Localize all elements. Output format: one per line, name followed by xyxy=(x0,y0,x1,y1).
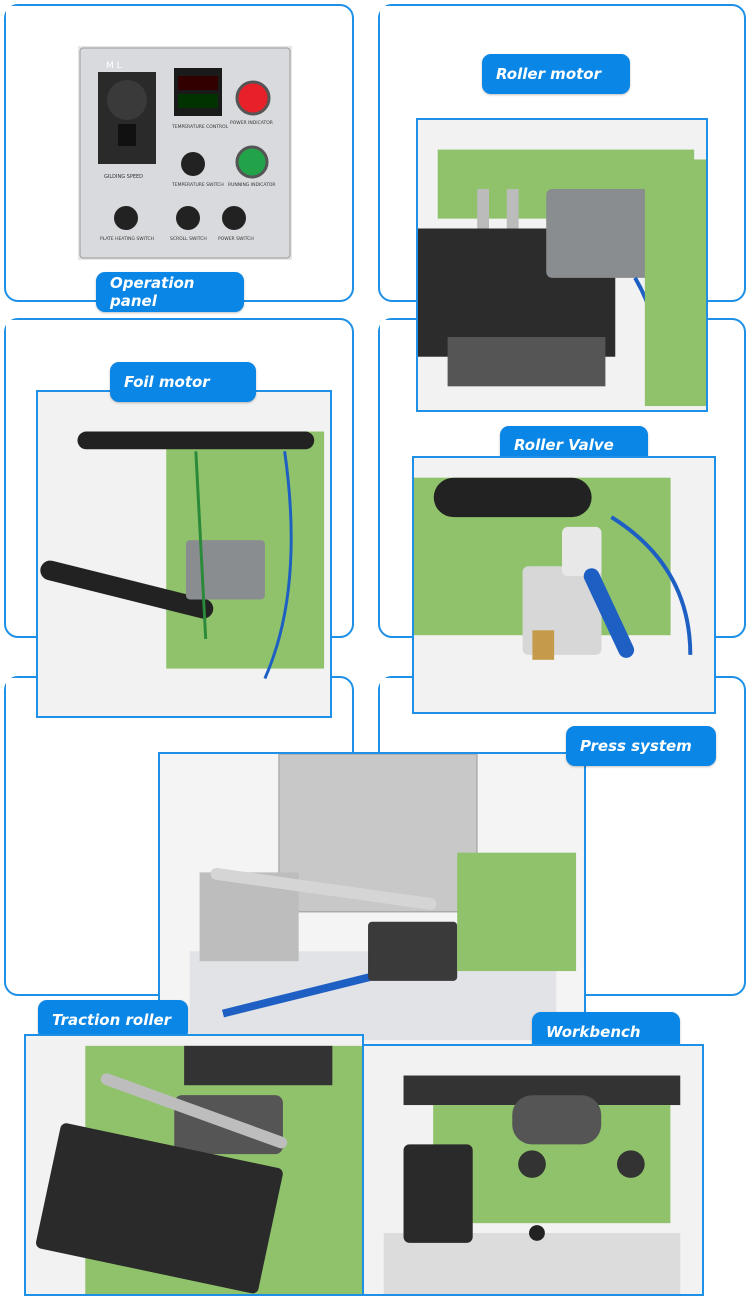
traction-roller-label: Traction roller xyxy=(38,1000,188,1040)
plate-heating-switch-label: PLATE HEATING SWITCH xyxy=(100,236,154,242)
gilding-speed-label: GILDING SPEED xyxy=(104,174,143,180)
running-indicator-label: RUNNING INDICATOR xyxy=(228,182,276,188)
foil-motor-label: Foil motor xyxy=(110,362,256,402)
roller-motor-label: Roller motor xyxy=(482,54,630,94)
temperature-control-label: TEMPERATURE CONTROL xyxy=(171,124,229,130)
roller-motor-image xyxy=(418,120,706,410)
temperature-switch-label: TEMPERATURE SWITCH xyxy=(171,182,224,188)
workbench-image xyxy=(364,1046,702,1294)
foil-motor-image xyxy=(38,392,330,716)
operation-panel-photo: M L GILDING SPEED TEMPERATURE CONTROL PO… xyxy=(78,46,292,260)
foil-motor-photo xyxy=(36,390,332,718)
press-system-photo xyxy=(158,752,586,1052)
operation-panel-image: M L GILDING SPEED TEMPERATURE CONTROL PO… xyxy=(79,47,291,259)
roller-valve-photo xyxy=(412,456,716,714)
power-indicator-label: POWER INDICATOR xyxy=(230,120,273,126)
press-system-image xyxy=(160,754,584,1050)
press-system-label: Press system xyxy=(566,726,716,766)
traction-roller-image xyxy=(26,1036,362,1294)
power-switch-label: POWER SWITCH xyxy=(218,236,254,242)
ml-label: M L xyxy=(106,61,122,71)
scroll-switch-label: SCROLL SWITCH xyxy=(170,236,207,242)
traction-roller-photo xyxy=(24,1034,364,1296)
operation-panel-label: Operation panel xyxy=(96,272,244,312)
roller-valve-image xyxy=(414,458,714,712)
workbench-photo xyxy=(362,1044,704,1296)
roller-motor-photo xyxy=(416,118,708,412)
